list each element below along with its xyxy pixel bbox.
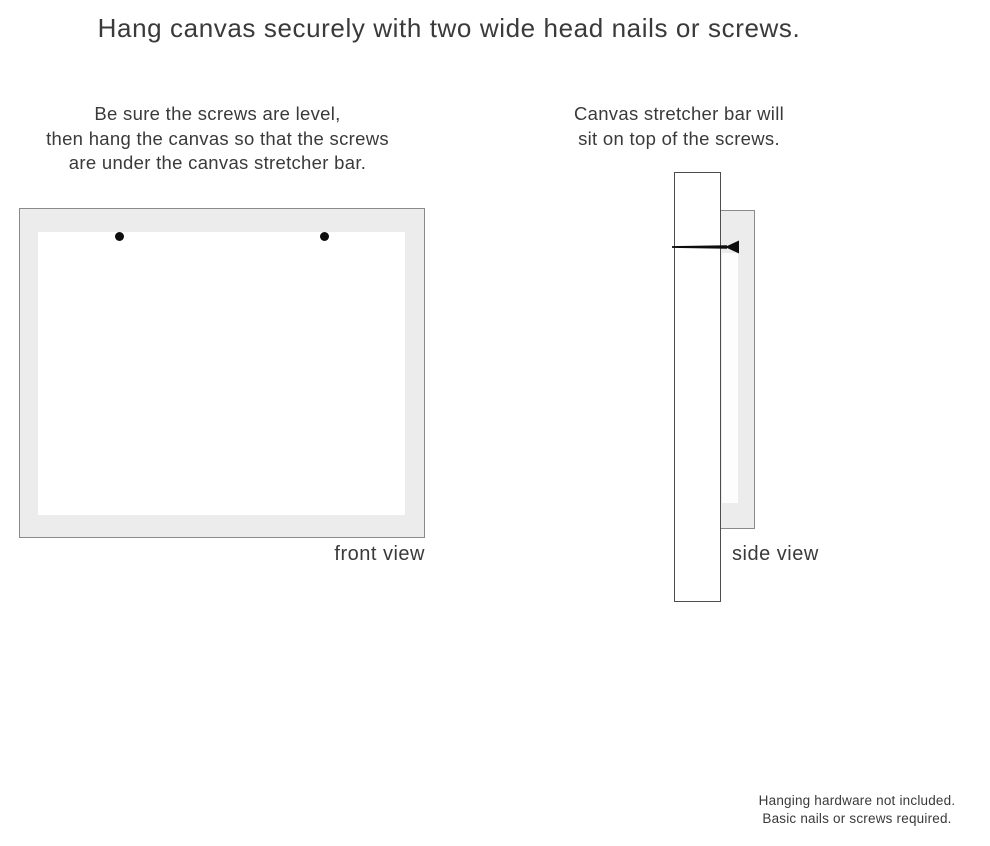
screw-head-right-icon — [320, 232, 329, 241]
hardware-footnote: Hanging hardware not included. Basic nai… — [737, 792, 977, 828]
instruction-line: are under the canvas stretcher bar. — [68, 152, 367, 174]
instruction-line: then hang the canvas so that the screws — [46, 127, 389, 149]
instruction-line: Canvas stretcher bar will — [573, 103, 785, 124]
page-title: Hang canvas securely with two wide head … — [97, 13, 801, 43]
front-view-caption: front view — [334, 543, 425, 565]
nail-icon — [672, 240, 739, 254]
front-view-instructions: Be sure the screws are level, then hang … — [20, 102, 415, 176]
instruction-line: Be sure the screws are level, — [94, 103, 341, 124]
footnote-line: Hanging hardware not included. — [758, 793, 956, 808]
front-view-canvas-face — [38, 232, 405, 515]
side-view-wall-bar — [674, 172, 721, 602]
footnote-line: Basic nails or screws required. — [762, 811, 952, 826]
instruction-line: sit on top of the screws. — [578, 127, 780, 149]
side-view-instructions: Canvas stretcher bar will sit on top of … — [539, 102, 819, 151]
screw-head-left-icon — [115, 232, 124, 241]
side-view-canvas-face — [722, 253, 738, 503]
side-view-caption: side view — [732, 543, 819, 565]
